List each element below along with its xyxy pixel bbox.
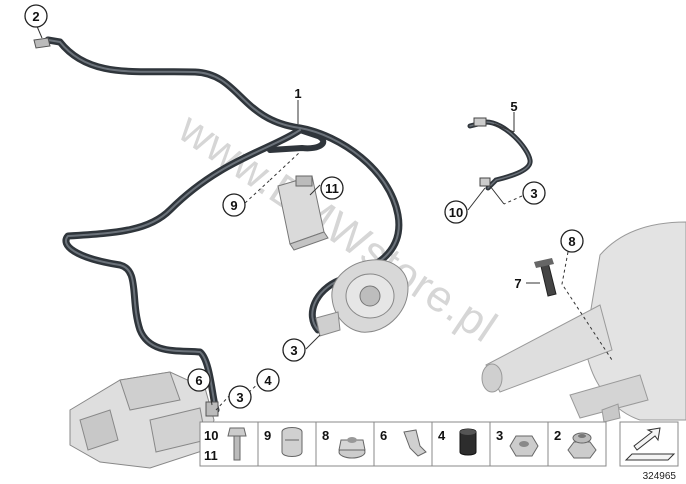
svg-text:9: 9 [264, 428, 271, 443]
direction-arrow-icon [624, 427, 676, 461]
callout-1[interactable]: 1 [294, 86, 301, 101]
callout-10[interactable]: 10 [444, 200, 468, 224]
svg-text:1: 1 [294, 86, 301, 101]
svg-text:6: 6 [195, 373, 202, 388]
svg-text:3: 3 [496, 428, 503, 443]
callout-5[interactable]: 5 [510, 99, 517, 114]
svg-text:5: 5 [510, 99, 517, 114]
hose-fitting-2 [33, 37, 51, 49]
svg-text:3: 3 [530, 186, 537, 201]
legend-cell-3[interactable]: 3 [489, 421, 549, 467]
clip-part-7 [534, 258, 557, 297]
rubber-cap-icon [459, 428, 477, 456]
engine-component [69, 371, 219, 469]
lock-nut-icon [567, 432, 597, 459]
svg-text:2: 2 [554, 428, 561, 443]
legend-cell-10-11[interactable]: 10 11 [199, 421, 259, 467]
legend-cell-2[interactable]: 2 [547, 421, 607, 467]
callout-9[interactable]: 9 [222, 193, 246, 217]
callout-3-top[interactable]: 3 [522, 181, 546, 205]
pipe-part-5 [467, 117, 533, 191]
svg-text:3: 3 [290, 343, 297, 358]
svg-text:11: 11 [204, 448, 218, 463]
hose-clip-icon [281, 427, 303, 457]
svg-text:8: 8 [568, 234, 575, 249]
svg-text:8: 8 [322, 428, 329, 443]
hex-nut-icon [509, 435, 539, 457]
legend-cell-8[interactable]: 8 [315, 421, 375, 467]
legend: 10 11 9 8 [199, 421, 679, 467]
diagram-id: 324965 [643, 471, 677, 482]
holder-clip-icon [403, 429, 427, 457]
callout-8[interactable]: 8 [560, 229, 584, 253]
callout-11[interactable]: 11 [320, 176, 344, 200]
callout-2[interactable]: 2 [24, 4, 48, 28]
svg-text:4: 4 [438, 428, 446, 443]
legend-cell-6[interactable]: 6 [373, 421, 433, 467]
callout-7[interactable]: 7 [514, 276, 521, 291]
callout-3-bottom[interactable]: 3 [228, 385, 252, 409]
callout-6[interactable]: 6 [187, 368, 211, 392]
callout-4[interactable]: 4 [256, 368, 280, 392]
bolt-icon [227, 427, 247, 461]
svg-text:7: 7 [514, 276, 521, 291]
flange-nut-icon [338, 437, 366, 459]
muffler [481, 221, 686, 423]
svg-text:4: 4 [264, 373, 272, 388]
svg-text:2: 2 [32, 9, 39, 24]
svg-text:10: 10 [204, 428, 218, 443]
svg-text:11: 11 [325, 181, 339, 196]
svg-text:3: 3 [236, 390, 243, 405]
legend-cell-arrow[interactable] [619, 421, 679, 467]
legend-cell-9[interactable]: 9 [257, 421, 317, 467]
svg-text:10: 10 [449, 205, 463, 220]
svg-text:6: 6 [380, 428, 387, 443]
legend-cell-4[interactable]: 4 [431, 421, 491, 467]
callout-3-middle[interactable]: 3 [282, 338, 306, 362]
leader-8 [561, 251, 613, 361]
vacuum-pump [315, 259, 409, 337]
svg-text:9: 9 [230, 198, 237, 213]
